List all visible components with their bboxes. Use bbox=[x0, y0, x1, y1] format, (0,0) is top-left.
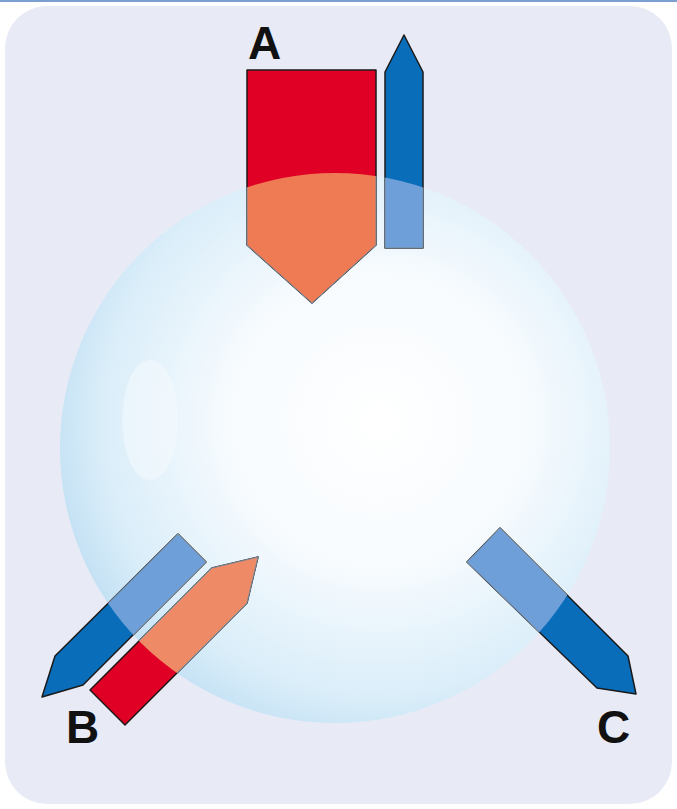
position-label: C bbox=[597, 704, 630, 750]
probe-c-blue bbox=[467, 528, 636, 694]
probes bbox=[42, 35, 636, 725]
probe-a-red bbox=[247, 70, 376, 303]
probe-a-blue-inner bbox=[385, 35, 423, 248]
position-label: B bbox=[66, 704, 99, 750]
position-label: A bbox=[248, 20, 281, 66]
probe-c-blue-inner bbox=[467, 528, 636, 694]
top-rule bbox=[0, 0, 677, 2]
probes-inside bbox=[42, 35, 636, 725]
probe-a-blue bbox=[385, 35, 423, 248]
sphere-highlight bbox=[122, 360, 178, 480]
probe-a-red-inner bbox=[247, 70, 376, 303]
probe-b-red-inner bbox=[90, 557, 258, 725]
panel bbox=[5, 6, 672, 804]
